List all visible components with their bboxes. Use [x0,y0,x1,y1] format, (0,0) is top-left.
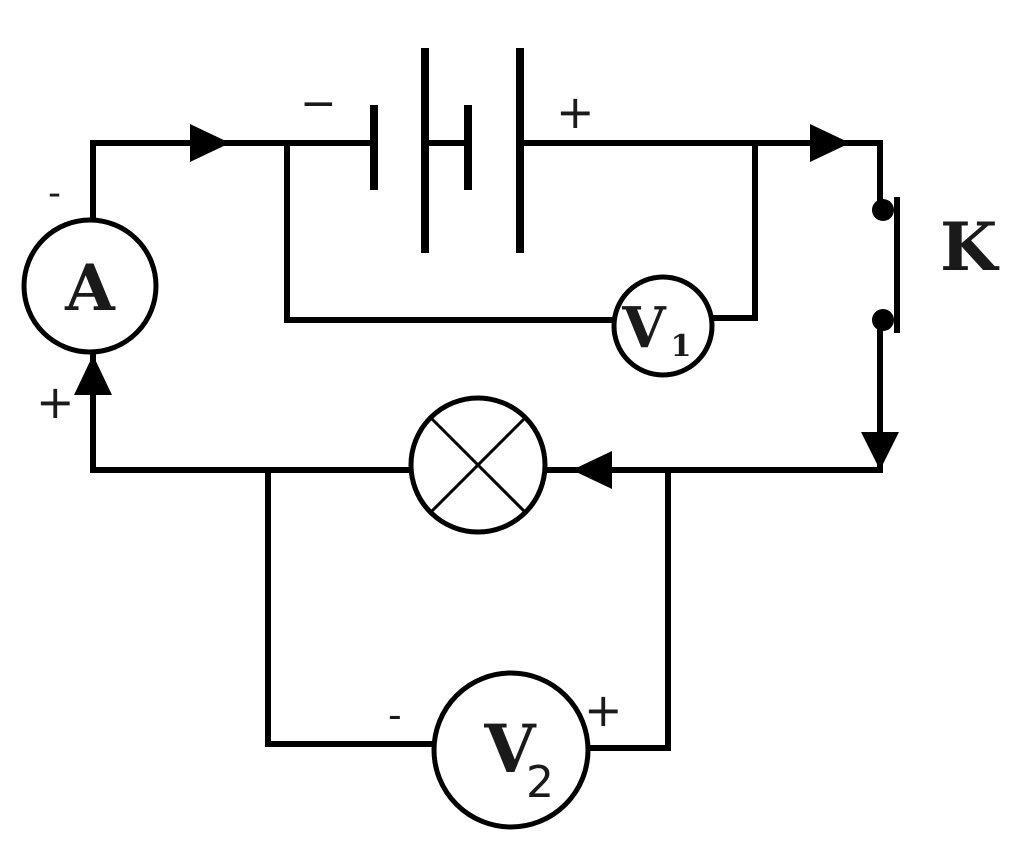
wire-right-lower [542,319,883,473]
voltmeter1-circle [611,274,715,378]
ammeter-label: A [64,251,116,326]
switch-k: K [872,197,1000,333]
wire-v1-left [284,140,617,323]
voltmeter1-branch-wires [284,140,758,323]
arrow-bottom-left-icon [572,451,612,489]
arrow-left-up-icon [74,355,112,395]
voltmeter2-subscript: 2 [526,757,554,808]
wire-v1-right [709,140,758,321]
voltmeter2-label: V [483,710,537,788]
voltmeter1-label: V [621,295,667,361]
lamp-cross-2 [429,416,527,514]
battery-minus-sign: − [300,78,337,129]
wire-top-right [517,140,883,203]
battery-plus-sign: + [556,85,595,139]
voltmeter2-branch-wires [265,467,671,751]
battery: − + [300,48,595,253]
voltmeter2-plus-sign: + [584,683,623,737]
arrow-right-down-icon [861,432,899,470]
voltmeter1: V 1 [611,274,715,378]
arrow-top-right-icon [810,124,850,162]
wire-bottom-left [90,347,413,473]
wire-top-left [90,140,377,225]
voltmeter2-circle [431,670,591,830]
switch-contact-bottom [872,309,894,331]
voltmeter2-minus-sign: - [388,693,402,737]
voltmeter1-letter: V [621,295,667,361]
voltmeter2: V 2 - + [388,670,623,830]
voltmeter1-subscript: 1 [671,329,692,364]
ammeter-minus-sign: - [48,173,61,214]
wire-v2-left [265,467,437,747]
arrow-top-left-icon [190,124,230,162]
ammeter-plus-sign: + [36,375,75,429]
current-arrows [74,124,899,489]
lamp [408,395,548,535]
wire-v2-right [585,467,671,751]
ammeter-circle [21,217,159,355]
ammeter: A - + [21,173,159,429]
switch-contact-top [872,199,894,221]
switch-label: K [940,208,1000,286]
